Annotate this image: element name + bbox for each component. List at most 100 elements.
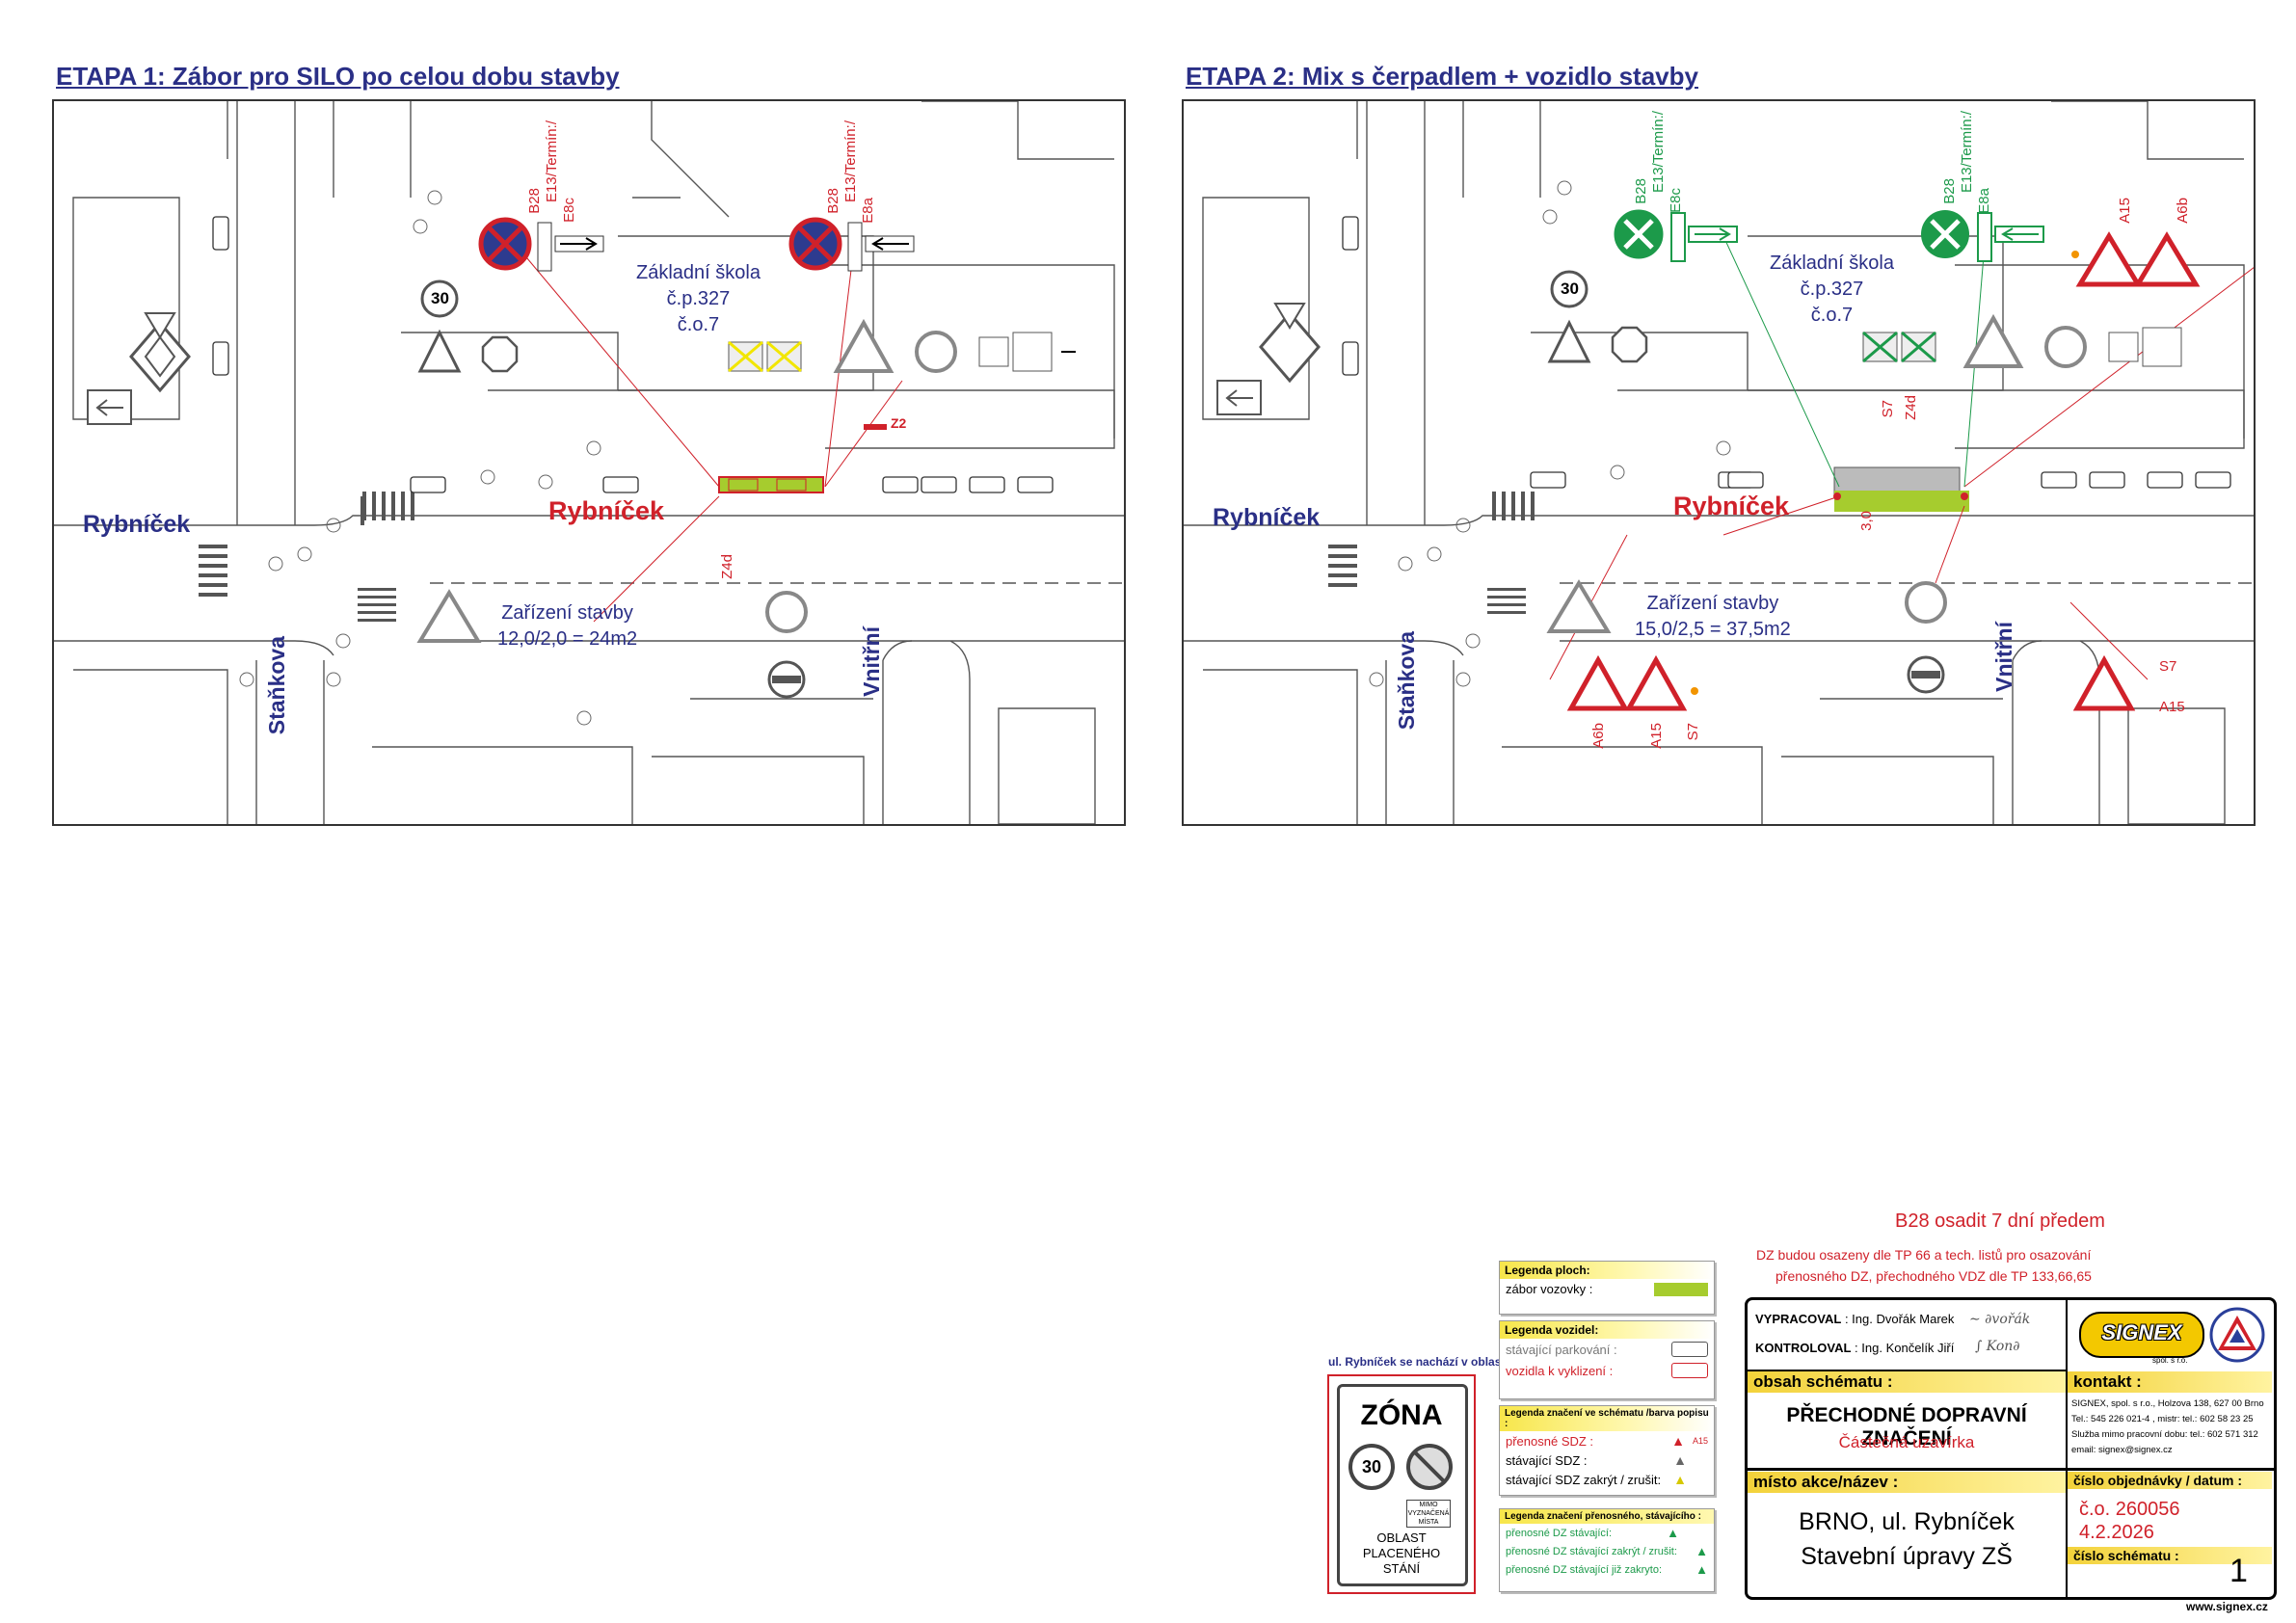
signature-1: ∼ ∂vořák — [1969, 1312, 2031, 1327]
obsah-title: PŘECHODNÉ DOPRAVNÍ ZNAČENÍ — [1786, 1404, 2027, 1450]
kontakt-line2: Tel.: 545 226 021-4 , mistr: tel.: 602 5… — [2071, 1414, 2254, 1424]
stage2-street-rybnicek-main: Rybníček — [1673, 492, 1790, 520]
stage2-sign-e13-b: E13/Termín:/ — [1959, 111, 1975, 194]
stage1-sign-e13-b: E13/Termín:/ — [842, 120, 859, 203]
legend-znaceni-row2: stávající SDZ : — [1506, 1452, 1588, 1468]
zone-sign: ZÓNA 30 MIMO VYZNAČENÁ MÍSTA OBLAST PLAC… — [1327, 1374, 1476, 1594]
legend-prenos-row1: přenosné DZ stávající: — [1506, 1527, 1613, 1539]
stage2-school-line1: Základní škola — [1770, 253, 1894, 274]
stage2-map: Rybníček Rybníček Staňkova Vnitřní Zákla… — [1182, 99, 2256, 826]
stage1-map: Rybníček Rybníček Staňkova Vnitřní Zákla… — [52, 99, 1126, 826]
safety-triangle-icon — [2209, 1307, 2265, 1363]
stage2-map-drawing — [1184, 101, 2254, 824]
stage1-school-line2: č.p.327 — [666, 288, 731, 309]
stage1-sign-b28-b: B28 — [825, 188, 841, 214]
stage2-dimension-3-0: 3,0 — [1858, 511, 1875, 531]
signex-logo-sub: spol. s r.o. — [2152, 1356, 2188, 1365]
stage1-street-vnitrni: Vnitřní — [859, 626, 884, 697]
stage2-sign-e13-a: E13/Termín:/ — [1650, 111, 1667, 194]
website: www.signex.cz — [2186, 1600, 2268, 1613]
warning-green-done-icon: ▲ — [1695, 1562, 1708, 1577]
stage2-street-rybnicek-left: Rybníček — [1213, 504, 1321, 531]
stage1-zarizeni-label: Zařízení stavby 12,0/2,0 = 24m2 — [497, 600, 637, 652]
kontakt-line1: SIGNEX, spol. s r.o., Holzova 138, 627 0… — [2071, 1398, 2264, 1409]
legend-znaceni-head: Legenda značení ve schématu /barva popis… — [1500, 1406, 1714, 1431]
stage2-sign-z4d: Z4d — [1903, 395, 1919, 420]
kontroloval-label: KONTROLOVAL — [1755, 1341, 1852, 1355]
stage2-sign-a15-bottom: A15 — [1648, 723, 1665, 749]
stage1-street-rybnicek-main: Rybníček — [548, 496, 665, 525]
legend-zabor-swatch — [1654, 1282, 1708, 1296]
stage2-school-line3: č.o.7 — [1810, 305, 1854, 326]
zone-speed: 30 — [1362, 1457, 1382, 1477]
stage2-sign-s7-bottom: S7 — [1685, 723, 1701, 741]
stage1-map-drawing — [54, 101, 1124, 824]
misto-line2: Stavební úpravy ZŠ — [1801, 1543, 2013, 1570]
legend-znaceni: Legenda značení ve schématu /barva popis… — [1499, 1405, 1715, 1496]
b28-sign-right — [788, 217, 842, 271]
vypracoval-label: VYPRACOVAL — [1755, 1312, 1842, 1326]
zone-bottom-3: STÁNÍ — [1382, 1561, 1421, 1576]
stage2-street-vnitrni: Vnitřní — [1991, 622, 2016, 692]
obsah-sub: Částečná uzavírka — [1838, 1433, 1975, 1451]
title-block: VYPRACOVAL : Ing. Dvořák Marek KONTROLOV… — [1745, 1297, 2277, 1600]
stage1-school-line1: Základní škola — [636, 262, 761, 283]
stage2-sign-a6b-top: A6b — [2175, 198, 2191, 224]
stage1-sign-e13-a: E13/Termín:/ — [544, 120, 560, 203]
stage1-sign-b28-a: B28 — [526, 188, 543, 214]
legend-vozidel-row2: vozidla k vyklizení : — [1506, 1363, 1614, 1378]
stage2-sign-e8a: E8a — [1976, 188, 1992, 214]
vypracoval-name: : Ing. Dvořák Marek — [1844, 1312, 1955, 1326]
stage1-school-line3: č.o.7 — [677, 314, 720, 335]
legend-vozidel-head: Legenda vozidel: — [1500, 1321, 1714, 1339]
stage2-zarizeni-label: Zařízení stavby 15,0/2,5 = 37,5m2 — [1635, 591, 1791, 643]
stage2-sign-s7-top: S7 — [1880, 400, 1896, 418]
legend-prenos-row3: přenosné DZ stávající již zakryto: — [1506, 1563, 1663, 1576]
kontakt-line3: Služba mimo pracovní dobu: tel.: 602 571… — [2071, 1429, 2258, 1440]
stage1-sign-z2: Z2 — [891, 415, 907, 431]
car-remove-icon — [1671, 1363, 1708, 1378]
tp-note-line2: přenosného DZ, přechodného VDZ dle TP 13… — [1775, 1268, 2092, 1284]
kontakt-line4: email: signex@signex.cz — [2071, 1445, 2173, 1455]
stage1-sign-e8c: E8c — [561, 198, 577, 223]
warning-green-covered-icon: ▲ — [1695, 1544, 1708, 1558]
stage2-sign-e8c: E8c — [1668, 188, 1684, 213]
misto-line1: BRNO, ul. Rybníček — [1799, 1508, 2015, 1535]
stage2-school-line2: č.p.327 — [1800, 279, 1864, 300]
objednavka-value: č.o. 260056 — [2079, 1499, 2180, 1520]
b28-sign-left — [478, 217, 532, 271]
warning-green-icon: ▲ — [1667, 1526, 1679, 1540]
legend-plochy: Legenda ploch: zábor vozovky : — [1499, 1261, 1715, 1315]
stage2-sign-b28-a: B28 — [1633, 178, 1649, 204]
legend-znaceni-row1: přenosné SDZ : — [1506, 1433, 1594, 1449]
zone-sub: MIMO VYZNAČENÁ MÍSTA — [1406, 1500, 1451, 1528]
tp-note-line1: DZ budou osazeny dle TP 66 a tech. listů… — [1756, 1247, 2092, 1263]
misto-head: místo akce/název : — [1748, 1472, 2066, 1493]
schema-number: 1 — [2229, 1553, 2248, 1589]
zone-signs — [1348, 1444, 1453, 1490]
stage1-zarizeni-value: 12,0/2,0 = 24m2 — [497, 628, 638, 650]
stage2-sign-a6b-bottom: A6b — [1590, 723, 1607, 749]
stage1-street-rybnicek-left: Rybníček — [83, 511, 191, 538]
schema-head: číslo schématu : — [2068, 1547, 2272, 1564]
stage2-zarizeni-title: Zařízení stavby — [1646, 593, 1779, 614]
stage1-school-label: Základní škola č.p.327 č.o.7 — [636, 260, 761, 338]
stage2-sign-a15-right: A15 — [2159, 699, 2185, 715]
kontroloval-name: : Ing. Končelík Jiří — [1855, 1341, 1955, 1355]
warning-grey-icon: ▲ — [1673, 1452, 1687, 1468]
legend-vozidel-row1: stávající parkování : — [1506, 1342, 1617, 1357]
stage1-zarizeni-title: Zařízení stavby — [501, 602, 633, 624]
stage2-sign-s7-right: S7 — [2159, 658, 2177, 675]
stage1-speed-label: 30 — [431, 289, 449, 307]
b28-note: B28 osadit 7 dní předem — [1895, 1211, 2105, 1232]
zone-title: ZÓNA — [1360, 1399, 1443, 1431]
stage1-title: ETAPA 1: Zábor pro SILO po celou dobu st… — [56, 62, 620, 91]
legend-znaceni-row3: stávající SDZ zakrýt / zrušit: — [1506, 1472, 1662, 1487]
stage2-title: ETAPA 2: Mix s čerpadlem + vozidlo stavb… — [1186, 62, 1698, 91]
legend-plochy-row: zábor vozovky : — [1506, 1282, 1593, 1296]
legend-plochy-head: Legenda ploch: — [1500, 1262, 1714, 1279]
stage2-sign-a15-top: A15 — [2117, 198, 2133, 224]
stage2-speed-label: 30 — [1561, 279, 1579, 298]
stage1-street-stankova: Staňkova — [264, 636, 289, 735]
signex-logo-text: SIGNEX — [2101, 1320, 2182, 1344]
